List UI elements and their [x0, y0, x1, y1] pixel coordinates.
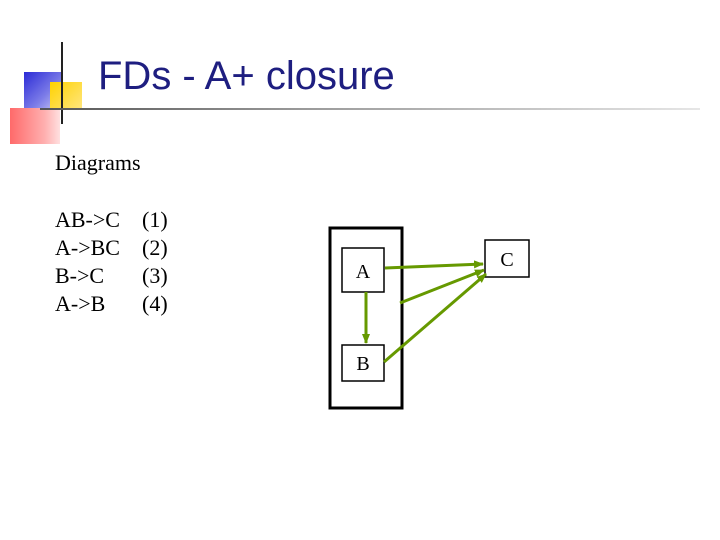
node-b-label: B [356, 353, 369, 375]
fd-row: B->C (3) [55, 262, 195, 290]
node-a-label: A [356, 261, 371, 283]
decor-vertical-line [61, 42, 63, 124]
fd-row: A->BC (2) [55, 234, 195, 262]
arrow-a-to-c [384, 260, 484, 270]
slide-subtitle: Diagrams [55, 150, 141, 175]
node-c-box [484, 239, 530, 278]
arrow-ab-to-c [399, 268, 485, 305]
fd-expression: A->BC [55, 235, 120, 260]
fd-number: (3) [142, 263, 168, 288]
fd-row: AB->C (1) [55, 206, 195, 234]
fd-row: A->B (4) [55, 290, 195, 318]
node-b-box [341, 344, 385, 382]
node-c: C [484, 239, 530, 278]
node-a-box [341, 247, 385, 293]
decor-red-square [10, 108, 60, 144]
attribute-set-box [328, 226, 404, 410]
node-b: B [341, 344, 385, 382]
arrow-b-to-c [383, 272, 487, 364]
fd-expression: B->C [55, 263, 105, 288]
fd-list: AB->C (1) A->BC (2) B->C (3) A->B (4) [55, 206, 195, 318]
fd-expression: AB->C [55, 207, 120, 232]
slide-title: FDs - A+ closure [98, 54, 395, 98]
fd-number: (2) [142, 235, 168, 260]
fd-number: (1) [142, 207, 168, 232]
decor-yellow-square [50, 82, 82, 110]
decor-horizontal-rule [40, 108, 700, 110]
fd-number: (4) [142, 291, 168, 316]
fd-expression: A->B [55, 291, 106, 316]
node-a: A [341, 247, 385, 293]
node-c-label: C [500, 249, 513, 271]
